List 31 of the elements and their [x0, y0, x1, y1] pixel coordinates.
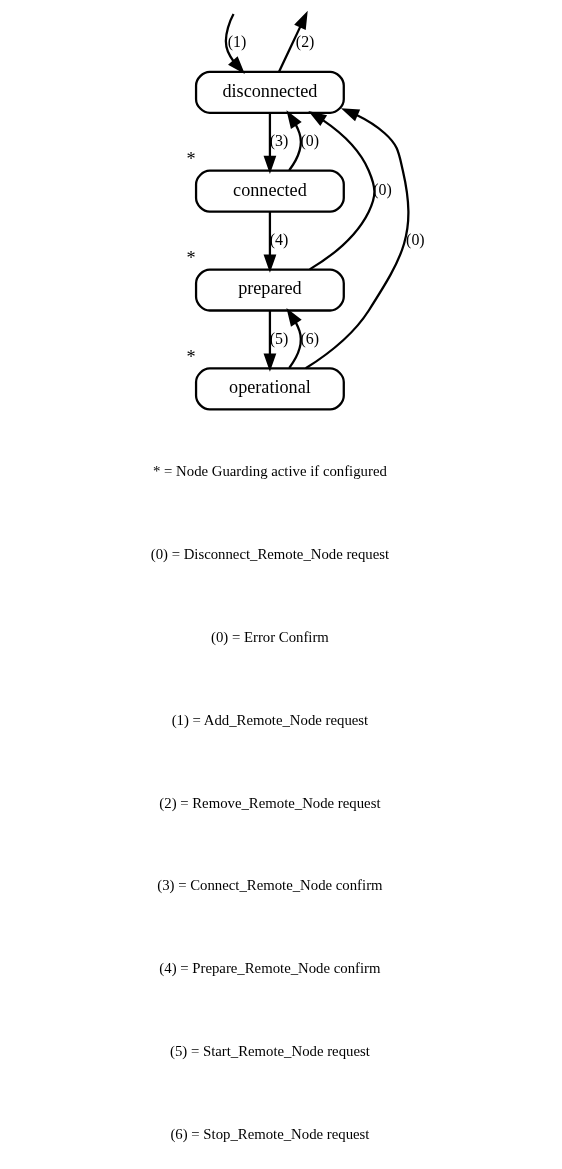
arrow — [305, 108, 410, 370]
arrow — [224, 13, 245, 75]
node-box: prepared — [194, 268, 345, 312]
label: (6) = Stop_Remote_Node request — [170, 1126, 370, 1143]
label: (3) = Connect_Remote_Node confirm — [157, 877, 383, 894]
edge-label: (3) — [269, 131, 289, 149]
node-label: * — [186, 247, 196, 268]
label: (0) = Disconnect_Remote_Node request — [150, 545, 390, 562]
node-label: * — [186, 148, 196, 169]
label: (4) = Prepare_Remote_Node confirm — [159, 960, 381, 977]
edge-label: (5) — [269, 329, 289, 347]
arrow — [263, 211, 277, 273]
label: (2) = Remove_Remote_Node request — [159, 794, 381, 811]
label: (0) = Error Confirm — [211, 628, 329, 645]
arrow — [278, 10, 308, 73]
label: * = Node Guarding active if configured — [153, 462, 387, 479]
node-box: operational — [194, 367, 345, 411]
arrow — [263, 113, 277, 174]
node-label: * — [186, 346, 196, 367]
edge-label: (0) — [406, 230, 425, 248]
node-box: disconnected — [194, 70, 345, 114]
edge-label: (2) — [295, 33, 315, 51]
edge-label: (4) — [269, 230, 289, 248]
arrow — [263, 310, 277, 372]
label: (1) = Add_Remote_Node request — [171, 711, 369, 728]
arrow — [286, 110, 302, 171]
edge-label: (1) — [227, 33, 247, 51]
arrow — [308, 111, 376, 271]
label: (5) = Start_Remote_Node request — [170, 1043, 370, 1060]
node-box: connected — [194, 169, 345, 213]
arrow — [286, 307, 302, 369]
